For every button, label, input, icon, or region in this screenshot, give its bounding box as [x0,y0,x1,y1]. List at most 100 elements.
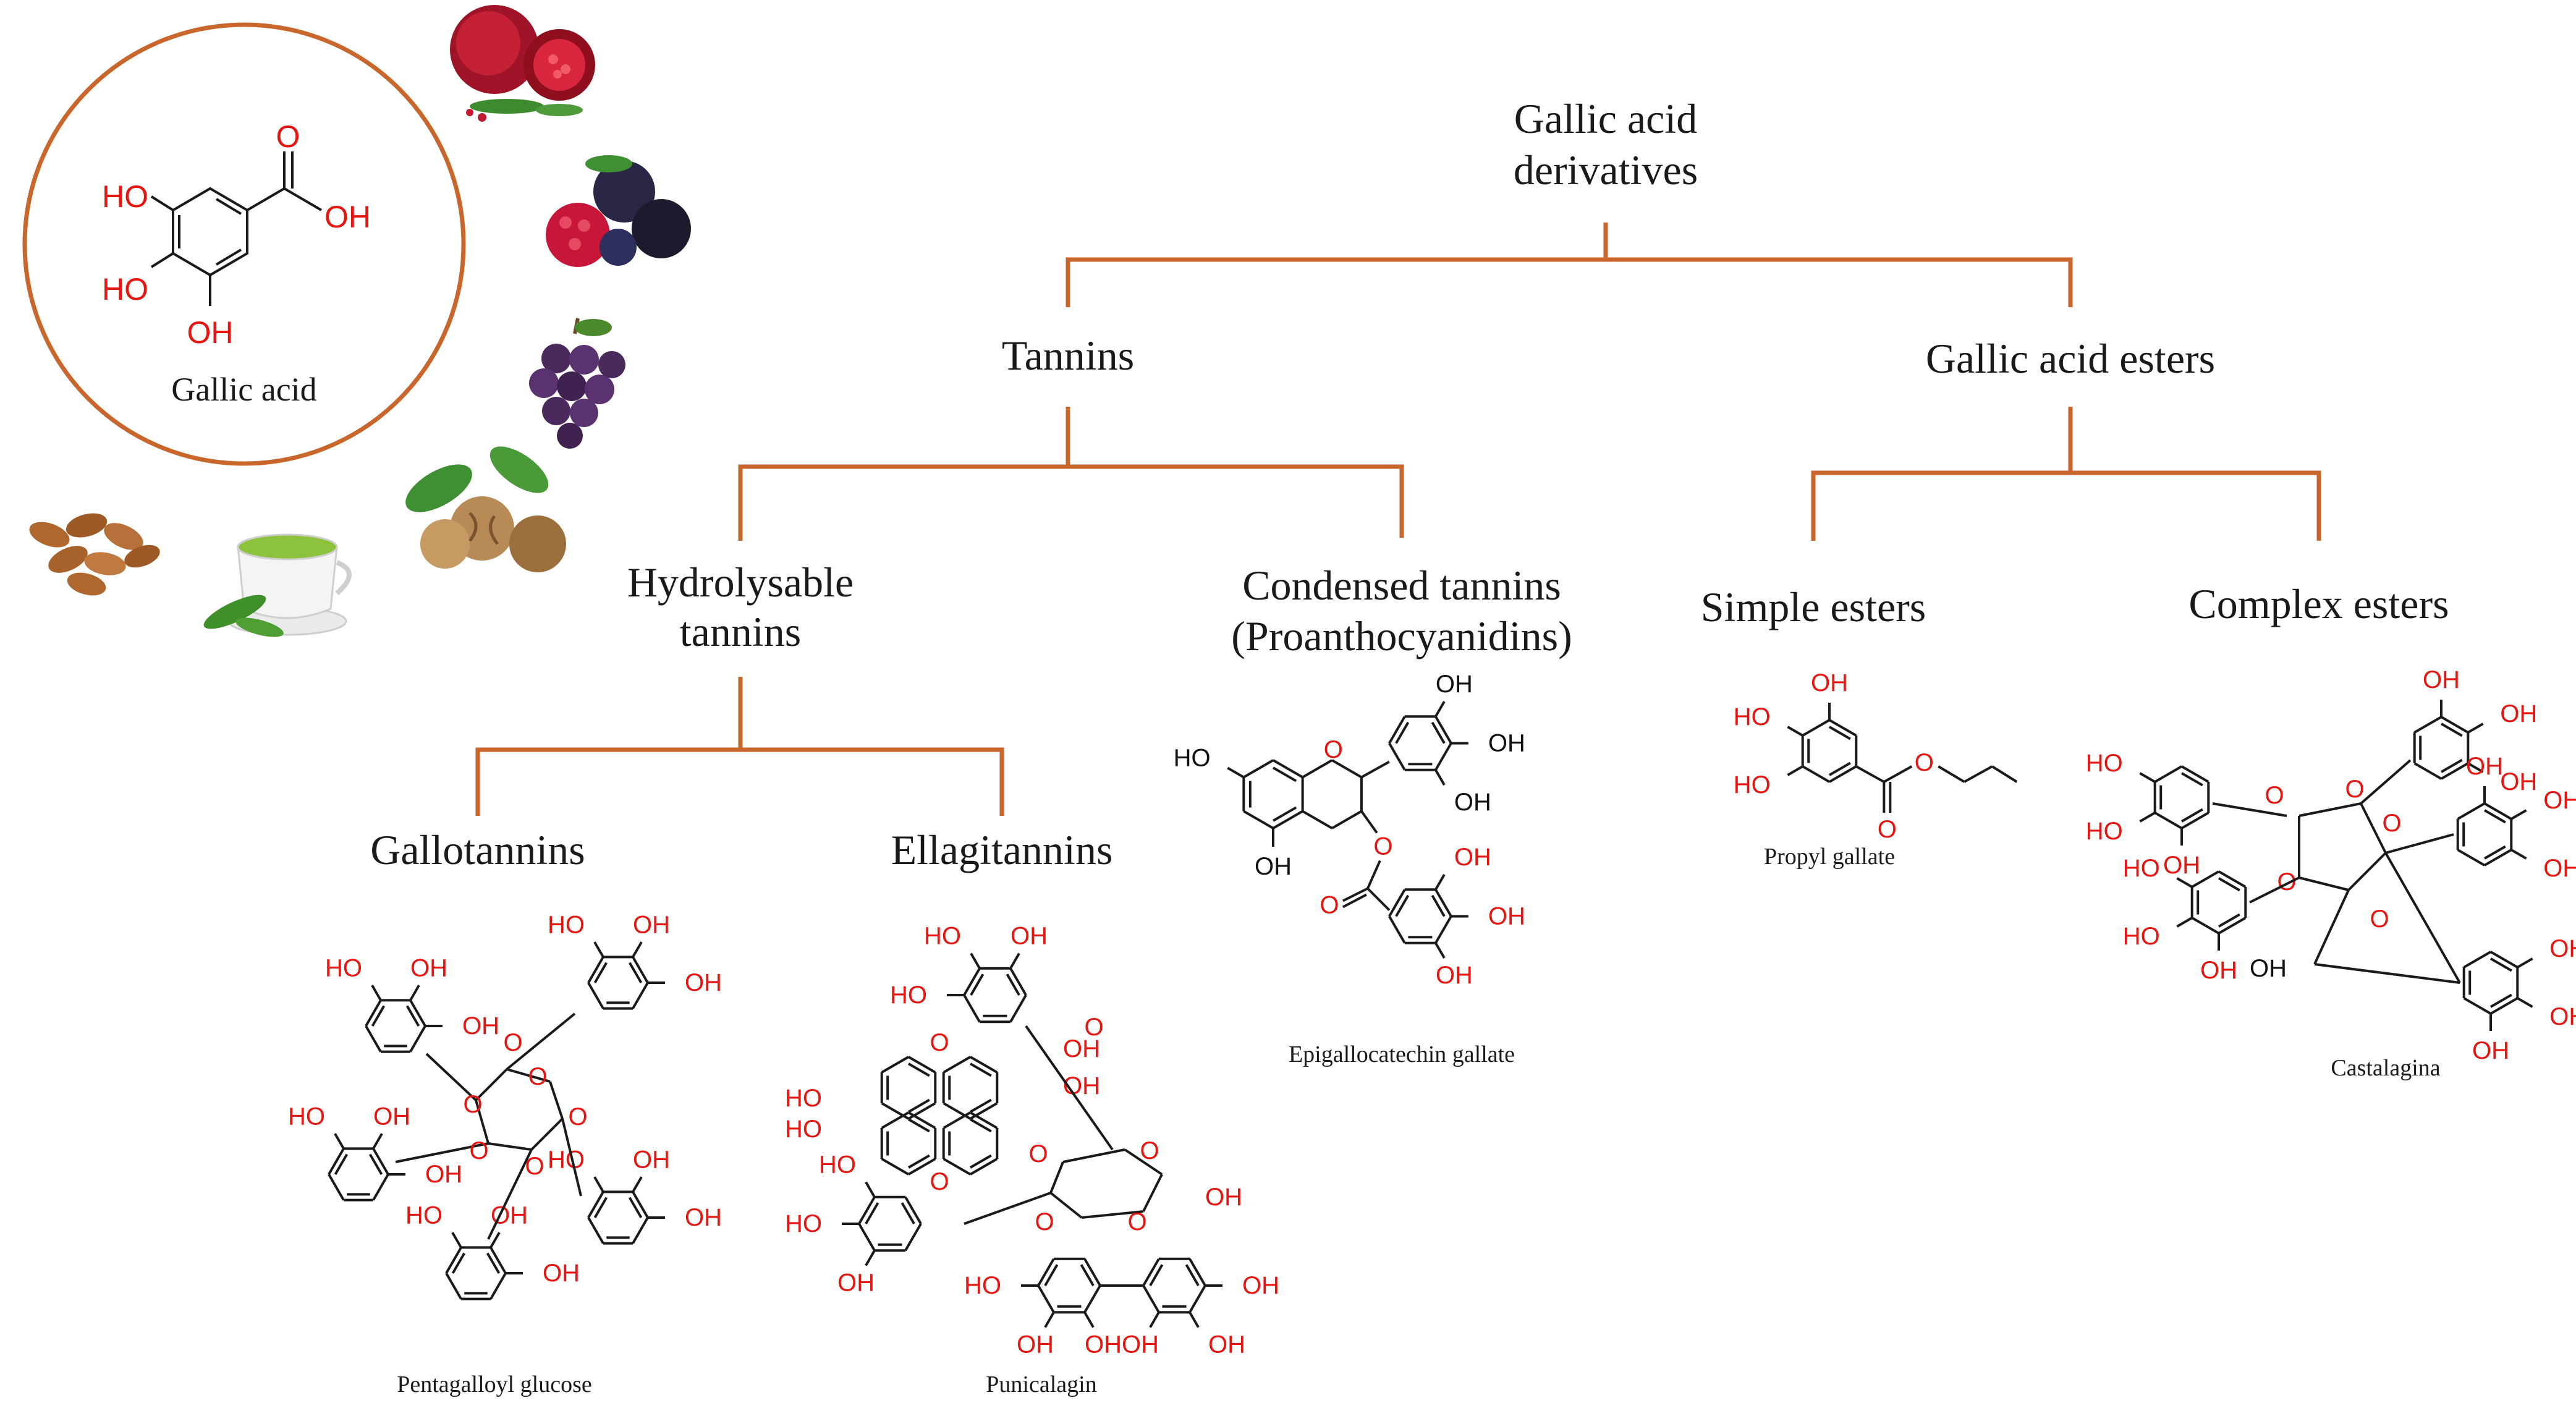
atom-label-oh: OH [633,911,670,938]
atom-label-oh: OH [1454,844,1491,871]
atom-label-ho: HO [1734,703,1771,731]
atom-label-ho: HO [288,1103,325,1130]
atom-label-ho: HO [548,1146,585,1173]
atom-label-oh: OH [491,1202,528,1229]
castalagina-structure: HOHOOHHOHOOHOHOHOHOHOHOHOHOHOHOOOOOOH [2086,666,2576,1064]
atom-label-o: O [1324,736,1343,763]
atom-label-oh: OH [1255,853,1292,880]
atom-label-ho: HO [548,911,585,938]
classification-tree [475,223,2321,816]
atom-label-oh: OH [837,1269,875,1296]
atom-label-ho: HO [1734,771,1771,799]
atom-label-oh: OH [1454,789,1491,816]
grapes-icon [529,318,625,449]
pomegranate-icon [450,5,595,122]
atom-label-o: O [1320,892,1339,919]
atom-label-o: O [463,1091,482,1118]
atom-label-oh: OH [373,1103,410,1130]
atom-label-ho: HO [924,923,961,950]
atom-label-ho: HO [1174,745,1211,772]
gallic-acid-name: Gallic acid [171,371,316,408]
atom-label-oh: OH [1010,923,1048,950]
green-tea-icon [203,533,352,637]
almonds-icon [29,513,160,596]
complex-esters-label: Complex esters [2188,580,2449,627]
atom-label-oh: OH [2543,787,2576,814]
compound-captions: Pentagalloyl glucose Punicalagin Epigall… [397,844,2441,1397]
atom-label-oh: OH [2549,1003,2576,1030]
atom-label-oh: OH [1436,962,1473,989]
atom-label-oh: OH [2500,700,2537,727]
atom-label-ho: HO [785,1210,822,1237]
atom-label-oh: OH [1017,1331,1054,1358]
atom-label-oh: OH [1242,1272,1279,1299]
atom-label-ho: HO [2123,923,2160,950]
atom-label-o: O [1915,749,1934,776]
atom-label-o: O [930,1168,949,1195]
atom-label-oh: OH [1488,730,1525,757]
atom-label-oh: OH [685,969,722,996]
atom-label-oh: OH [2200,957,2237,984]
atom-label-oh: OH [2543,855,2576,882]
gallic-acid-oh: OH [324,200,371,234]
atom-label-oh: OH [425,1161,462,1188]
atom-label-o: O [1028,1140,1048,1168]
atom-label-o: O [1084,1014,1103,1041]
atom-label-o: O [2345,776,2364,803]
atom-label-oh: OH [685,1204,722,1231]
atom-label-ho: HO [819,1151,856,1179]
walnut-icon [405,446,566,572]
tree-labels: Gallic acid derivatives Tannins Gallic a… [370,95,2449,873]
atom-label-oh: OH [462,1012,499,1040]
gallic-oh-top: HO [102,179,148,214]
atom-label-o: O [1035,1208,1054,1236]
atom-label-ho: HO [2086,818,2123,845]
atom-label-o: O [1878,816,1897,843]
atom-label-ho: HO [890,981,927,1009]
esters-label: Gallic acid esters [1926,335,2215,382]
atom-label-oh: OH [410,954,447,981]
atom-label-oh: OH [2466,753,2503,780]
atom-label-ho: HO [2086,750,2123,777]
gallic-oh-bottom: OH [187,315,234,350]
atom-label-oh: OH [1122,1331,1159,1358]
berries-icon [546,155,691,267]
condensed-label-line2: (Proanthocyanidins) [1231,613,1572,659]
atom-label-o: O [503,1029,522,1056]
atom-label-ho: HO [785,1085,822,1112]
gallic-oh-mid: HO [102,272,148,307]
tannins-label: Tannins [1002,332,1134,379]
pentagalloyl-caption: Pentagalloyl glucose [397,1371,592,1397]
gallic-acid-structure: HO HO OH O OH [102,119,371,350]
atom-label-oh: OH [2423,666,2460,693]
atom-label-o: O [2382,810,2401,837]
atom-label-oh: OH [633,1146,670,1173]
atom-label-ho: HO [964,1272,1001,1299]
gallic-acid-panel: HO HO OH O OH Gallic acid [22,22,466,466]
atom-label-oh: OH [1205,1184,1242,1211]
atom-label-oh: OH [2500,768,2537,795]
atom-label-o: O [1373,833,1392,860]
atom-label-oh: OH [2549,935,2576,962]
atom-label-o: O [1127,1208,1146,1236]
propyl-gallate-caption: Propyl gallate [1764,844,1895,870]
atom-label-o: O [525,1153,544,1180]
atom-label-o: O [568,1103,587,1130]
atom-label-o: O [469,1137,488,1164]
atom-label-oh: OH [543,1260,580,1287]
atom-label-oh: OH [1488,903,1525,930]
atom-label-ho: HO [785,1116,822,1143]
atom-label-oh: OH [1085,1331,1122,1358]
atom-label-oh: OH [2163,852,2200,879]
atom-label-oh: OH [1208,1331,1245,1358]
gallotannins-label: Gallotannins [370,826,585,873]
gallic-acid-circle [22,22,466,466]
hydrolysable-label-line1: Hydrolysable [627,559,854,606]
gallic-carbonyl-o: O [276,119,300,154]
atom-label-o: O [930,1029,949,1056]
